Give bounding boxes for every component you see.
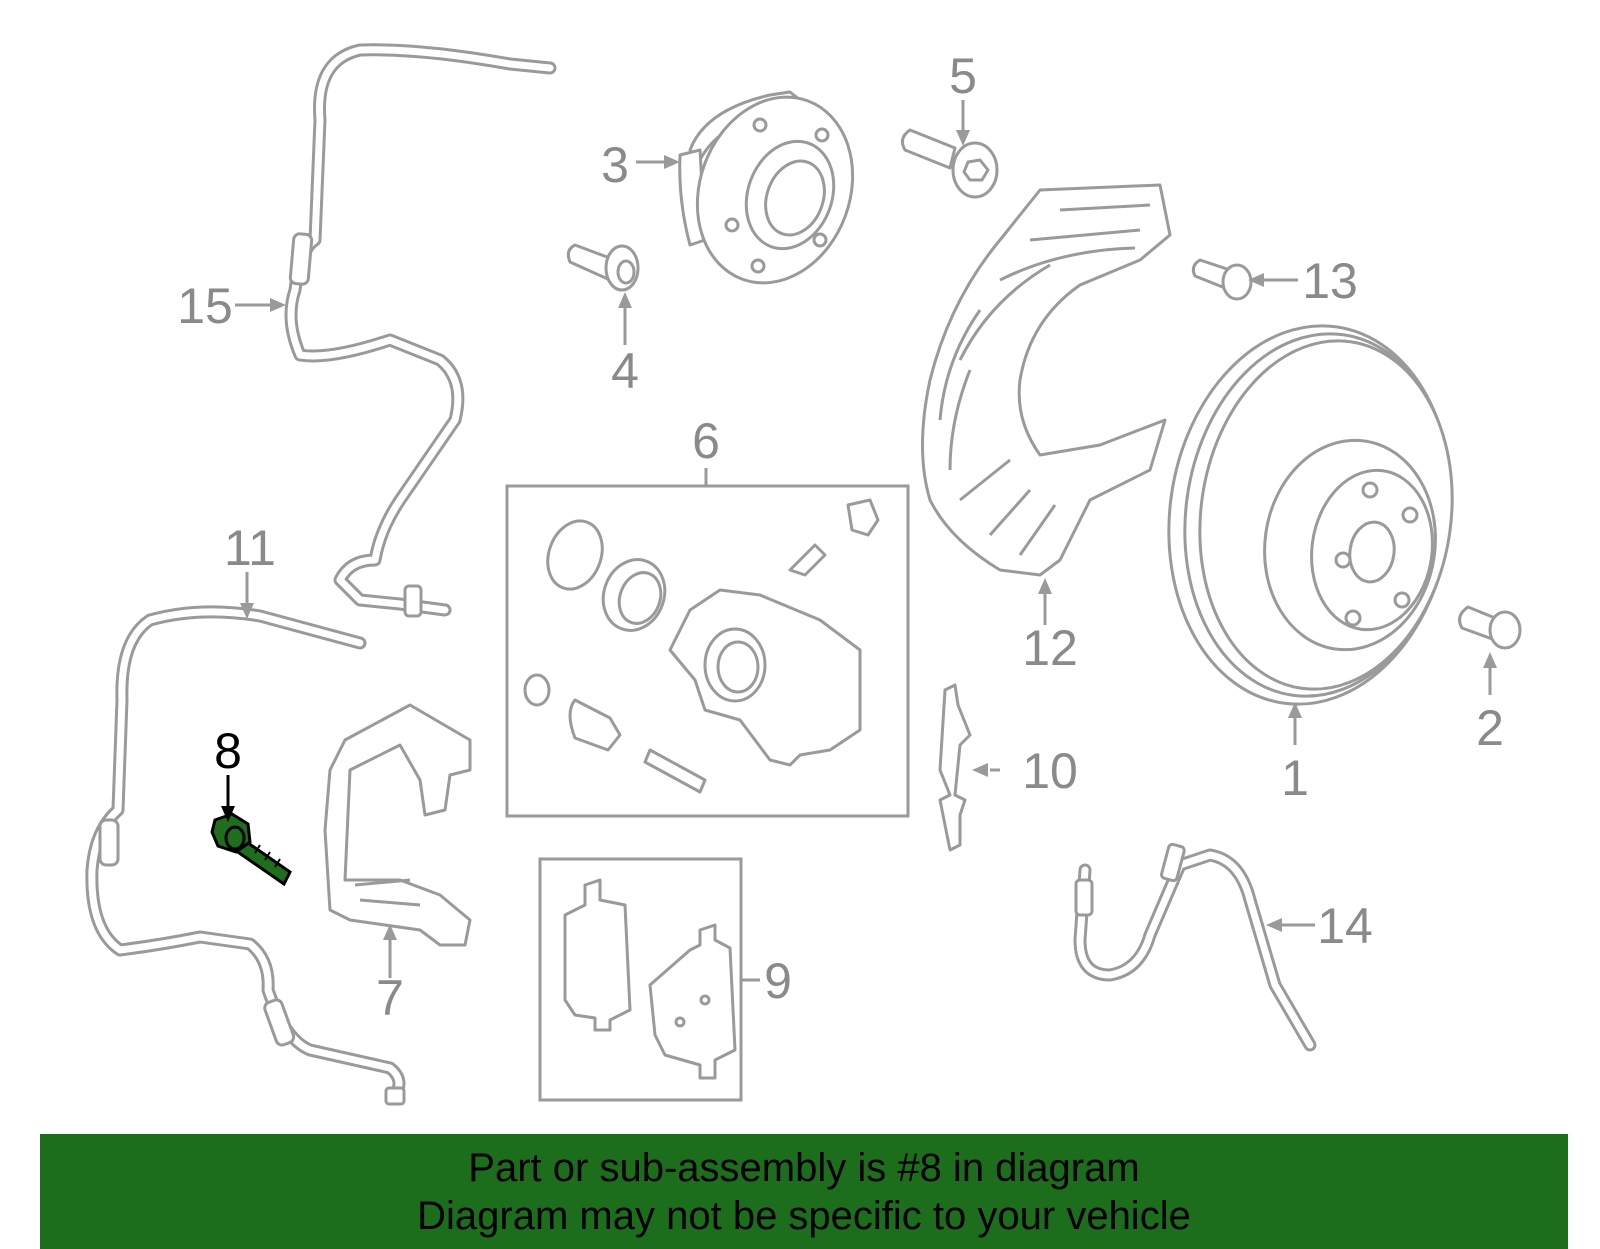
callout-9: 9 [764, 953, 792, 1009]
part-7-caliper-bracket[interactable] [323, 703, 472, 947]
callout-1: 1 [1281, 750, 1309, 806]
callout-4: 4 [611, 343, 639, 399]
part-1-brake-disc[interactable] [1145, 307, 1475, 722]
part-15-abs-sensor-wire[interactable] [284, 43, 557, 618]
part-9-brake-pads[interactable] [538, 857, 743, 1102]
callout-13: 13 [1302, 253, 1358, 309]
callout-15: 15 [177, 278, 233, 334]
callout-10: 10 [1022, 743, 1078, 799]
info-banner: Part or sub-assembly is #8 in diagram Di… [40, 1134, 1568, 1249]
callout-6: 6 [692, 413, 720, 469]
callout-11: 11 [224, 520, 276, 576]
callout-12: 12 [1022, 620, 1078, 676]
part-12-splash-shield[interactable] [921, 183, 1172, 577]
part-6-caliper-kit[interactable] [505, 484, 910, 818]
callout-2: 2 [1476, 700, 1504, 756]
part-10-anti-rattle-spring[interactable] [938, 683, 972, 852]
part-4-bolt[interactable] [566, 243, 640, 292]
callout-3: 3 [601, 137, 629, 193]
callout-14: 14 [1317, 898, 1373, 954]
banner-line-part-number: Part or sub-assembly is #8 in diagram [468, 1146, 1140, 1190]
callout-8: 8 [214, 723, 242, 779]
callout-7: 7 [376, 970, 404, 1026]
part-14-brake-line[interactable] [1073, 842, 1317, 1052]
leader-lines [221, 100, 1497, 982]
part-3-wheel-hub[interactable] [672, 75, 878, 305]
callout-5: 5 [949, 48, 977, 104]
part-8-bolt-highlighted[interactable] [210, 812, 292, 887]
part-11-abs-sensor-wire[interactable] [85, 605, 406, 1106]
part-5-bolt[interactable] [900, 128, 999, 199]
banner-line-disclaimer: Diagram may not be specific to your vehi… [417, 1194, 1191, 1238]
part-13-bolt[interactable] [1191, 258, 1253, 301]
part-2-screw[interactable] [1458, 605, 1522, 650]
